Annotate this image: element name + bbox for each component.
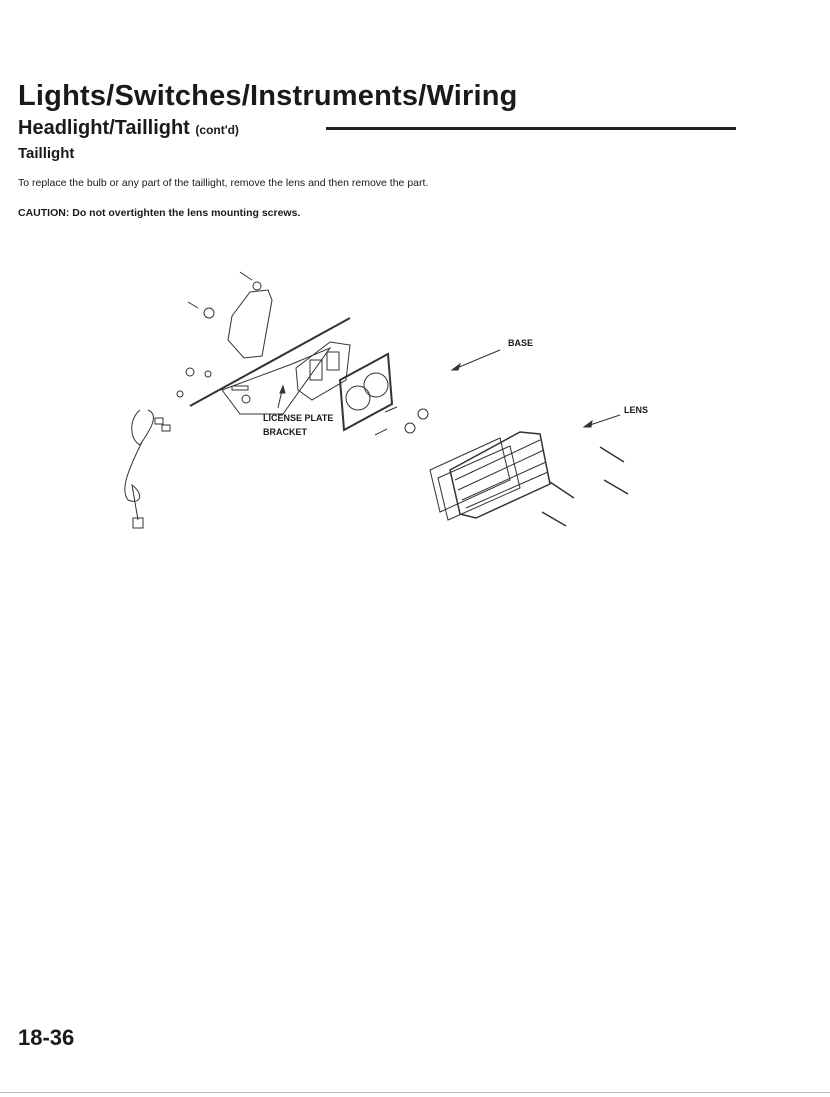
- page-number: 18-36: [18, 1025, 75, 1050]
- instruction-text: To replace the bulb or any part of the t…: [18, 177, 429, 189]
- label-bracket: BRACKET: [263, 427, 307, 437]
- subsection-heading: Taillight: [18, 145, 75, 162]
- screws-left: [176, 271, 262, 398]
- bulbs: [374, 406, 429, 436]
- label-license-plate: LICENSE PLATE: [263, 413, 334, 423]
- taillight-base: [338, 352, 394, 432]
- label-base: BASE: [508, 338, 534, 348]
- wiring-harness: [124, 409, 171, 529]
- base-leader-arrow: [451, 349, 501, 371]
- license-plate-bracket: [189, 289, 351, 415]
- lens-screws: [541, 446, 629, 527]
- page-title: Lights/Switches/Instruments/Wiring: [18, 80, 518, 112]
- scan-edge-line: [0, 1092, 830, 1093]
- gasket: [295, 341, 351, 401]
- label-lens: LENS: [624, 405, 649, 415]
- taillight-lens: [429, 431, 551, 521]
- section-heading: Headlight/Taillight (cont'd): [18, 117, 239, 140]
- caution-text: CAUTION: Do not overtighten the lens mou…: [18, 207, 301, 219]
- section-title: Headlight/Taillight: [18, 117, 190, 139]
- section-rule: [326, 127, 736, 130]
- section-suffix: (cont'd): [195, 123, 239, 137]
